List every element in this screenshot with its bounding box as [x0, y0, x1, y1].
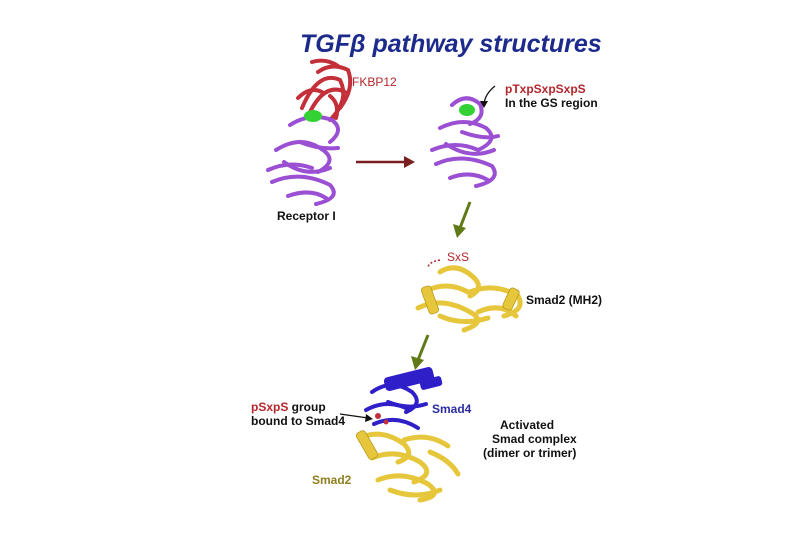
receptor-i-phosphorylated-structure: [430, 96, 500, 188]
smad4-helix: [383, 367, 443, 391]
phospho-bound-smad4: [375, 413, 389, 425]
phospho-gs-region: [459, 104, 475, 116]
arrow-receptor-to-phospho: [356, 156, 415, 168]
dimer-trimer-label: (dimer or trimer): [483, 446, 577, 460]
bound-to-smad4-label: bound to Smad4: [251, 414, 345, 428]
receptor-i-label: Receptor I: [277, 209, 336, 223]
smad4-structure: [364, 383, 428, 430]
smad2-complex-structure: [357, 431, 461, 503]
smad2-mh2-helix: [420, 285, 520, 315]
pointer-psxps: [339, 413, 373, 422]
receptor-i-phospho-left: [304, 110, 322, 122]
smad2-complex-helix: [355, 430, 379, 460]
fkbp12-label: FKBP12: [352, 75, 397, 89]
fkbp12-structure: [296, 58, 353, 122]
smad-complex-label: Smad complex: [492, 432, 577, 446]
ptxps-label: pTxpSxpSxpS: [505, 82, 586, 96]
smad4-label: Smad4: [432, 402, 472, 416]
smad2-label: Smad2: [312, 473, 352, 487]
psxps-group-label: pSxpS group: [251, 400, 326, 414]
diagram-title: TGFβ pathway structures: [300, 30, 602, 58]
smad2-mh2-label: Smad2 (MH2): [526, 293, 603, 307]
arrow-to-complex: [411, 334, 430, 370]
pointer-gs-region: [480, 85, 496, 108]
receptor-i-structure: [266, 114, 340, 206]
sxs-label: SxS: [447, 250, 470, 264]
gs-region-label: In the GS region: [505, 96, 598, 110]
sxs-dotted-link: [427, 259, 441, 269]
arrow-to-smad2: [453, 201, 472, 238]
activated-label: Activated: [500, 418, 555, 432]
